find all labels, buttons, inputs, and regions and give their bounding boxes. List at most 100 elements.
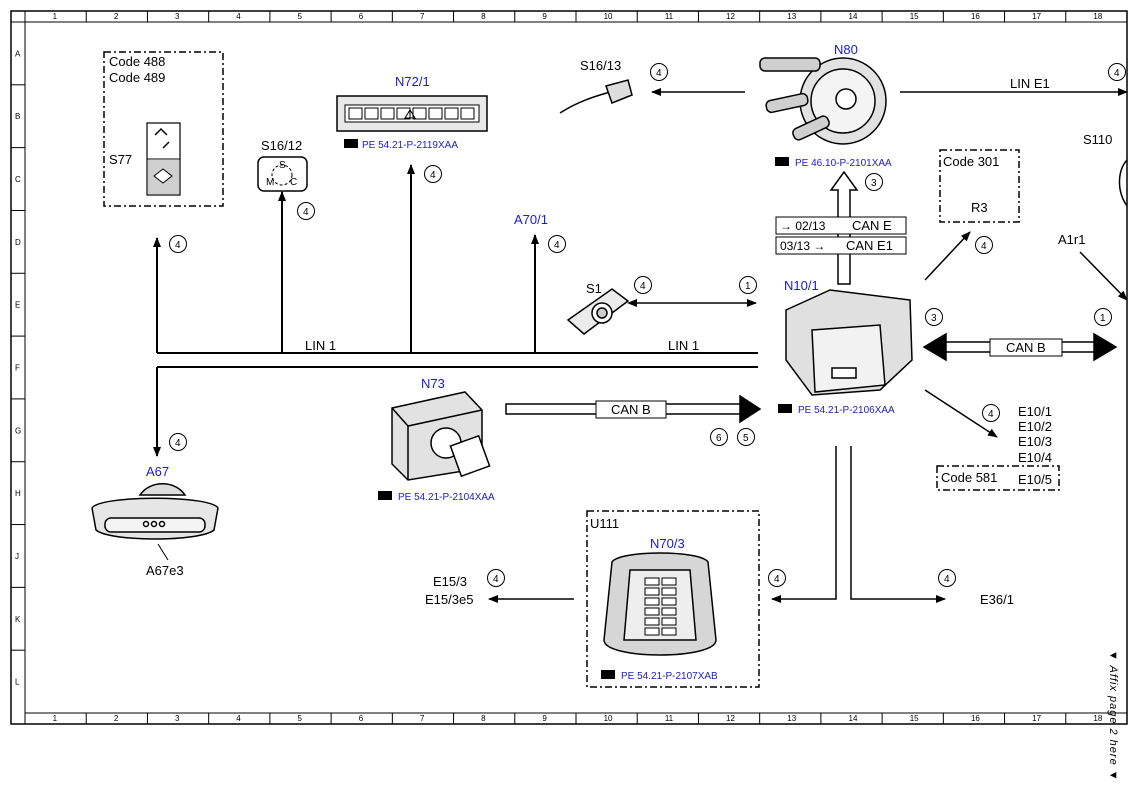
ref-n73[interactable]: PE 54.21-P-2104XAA: [378, 491, 495, 503]
n73-label: N73: [421, 376, 445, 391]
s16-12-letter-c: C: [290, 177, 297, 188]
lin1-label-right: LIN 1: [668, 338, 699, 353]
n70-3-label: N70/3: [650, 536, 685, 551]
row-letter-H: H: [15, 489, 21, 498]
svg-text:4: 4: [493, 574, 499, 585]
marker-4-4: 4: [634, 276, 652, 294]
col-number-top-12: 12: [726, 12, 735, 21]
n10-to-r3: [924, 231, 971, 281]
n72-1-label: N72/1: [395, 74, 430, 89]
can-e-box: [775, 216, 907, 235]
n72-1-panel-icon: [336, 95, 488, 132]
col-number-top-2: 2: [114, 12, 119, 21]
col-number-bottom-3: 3: [175, 714, 180, 723]
ref-n10-1-text: PE 54.21-P-2106XAA: [798, 405, 895, 416]
marker-4-11: 4: [768, 569, 786, 587]
row-letter-B: B: [15, 112, 20, 121]
svg-text:4: 4: [430, 170, 436, 181]
e15-3-label: E15/3: [433, 574, 467, 589]
col-number-bottom-5: 5: [298, 714, 303, 723]
col-number-top-16: 16: [971, 12, 980, 21]
ref-n70-3-text: PE 54.21-P-2107XAB: [621, 671, 718, 682]
svg-text:4: 4: [175, 438, 181, 449]
marker-4-0: 4: [169, 235, 187, 253]
ref-n72-1-text: PE 54.21-P-2119XAA: [362, 140, 458, 151]
marker-3-16: 3: [925, 308, 943, 326]
lin1-label-left: LIN 1: [305, 338, 336, 353]
s1-label: S1: [586, 281, 602, 296]
u111-label: U111: [590, 516, 619, 531]
s110-partial-icon: [1118, 159, 1128, 207]
row-letter-C: C: [15, 175, 21, 184]
col-number-bottom-7: 7: [420, 714, 425, 723]
s16-13-stalk-icon: [559, 79, 633, 114]
marker-4-1: 4: [297, 202, 315, 220]
marker-4-7: 4: [975, 236, 993, 254]
s16-12-label: S16/12: [261, 138, 302, 153]
ref-n10-1[interactable]: PE 54.21-P-2106XAA: [778, 404, 895, 416]
a70-1-label: A70/1: [514, 212, 548, 227]
row-letter-D: D: [15, 238, 21, 247]
col-number-bottom-4: 4: [236, 714, 241, 723]
col-number-top-7: 7: [420, 12, 425, 21]
col-number-top-17: 17: [1032, 12, 1041, 21]
marker-5-18: 5: [737, 428, 755, 446]
svg-text:4: 4: [774, 574, 780, 585]
ref-n80[interactable]: PE 46.10-P-2101XAA: [775, 157, 892, 169]
col-number-bottom-9: 9: [542, 714, 547, 723]
a1r1-label: A1r1: [1058, 232, 1085, 247]
marker-3-15: 3: [865, 173, 883, 191]
svg-text:4: 4: [988, 409, 994, 420]
svg-text:6: 6: [716, 433, 722, 444]
e10-4-label: E10/4: [1018, 450, 1052, 465]
code-301-box: [939, 149, 1020, 223]
can-e-label: CAN E: [852, 218, 892, 233]
col-number-bottom-13: 13: [787, 714, 796, 723]
e36-1-label: E36/1: [980, 592, 1014, 607]
svg-text:4: 4: [1114, 68, 1120, 79]
s1-ignition-icon: [566, 288, 630, 335]
n80-label: N80: [834, 42, 858, 57]
row-letter-E: E: [15, 301, 20, 310]
svg-text:3: 3: [871, 178, 877, 189]
marker-4-3: 4: [548, 235, 566, 253]
col-number-bottom-17: 17: [1032, 714, 1041, 723]
n10-to-e10: [924, 389, 998, 438]
code-581-label: Code 581: [941, 470, 997, 485]
lin-e1-label: LIN E1: [1010, 76, 1050, 91]
row-letter-A: A: [15, 49, 21, 58]
svg-text:4: 4: [640, 281, 646, 292]
code-488-489-box: [103, 51, 224, 207]
col-number-top-13: 13: [787, 12, 796, 21]
ref-n72-1[interactable]: PE 54.21-P-2119XAA: [344, 139, 458, 151]
s16-13-label: S16/13: [580, 58, 621, 73]
marker-4-9: 4: [982, 404, 1000, 422]
col-number-bottom-14: 14: [849, 714, 858, 723]
a67e3-label: A67e3: [146, 563, 184, 578]
r3-label: R3: [971, 200, 988, 215]
can-e1-code: 03/13 →: [780, 239, 825, 253]
col-number-top-10: 10: [604, 12, 613, 21]
ref-n73-text: PE 54.21-P-2104XAA: [398, 492, 495, 503]
can-b-right-box: [989, 338, 1063, 357]
code-488-label: Code 488: [109, 54, 165, 69]
col-number-top-1: 1: [53, 12, 58, 21]
col-number-bottom-1: 1: [53, 714, 58, 723]
svg-text:4: 4: [175, 240, 181, 251]
s16-12-letter-m: M: [266, 177, 274, 188]
e10-1-label: E10/1: [1018, 404, 1052, 419]
s77-switch-icon: [146, 122, 181, 196]
can-b-n73-box: [595, 400, 667, 419]
column-ruler: 1122334455667788991010111112121313141415…: [24, 11, 1103, 724]
code-581-box: [936, 465, 1060, 491]
s77-label: S77: [109, 152, 132, 167]
e15-3e5-label: E15/3e5: [425, 592, 473, 607]
a67-label: A67: [146, 464, 169, 479]
svg-text:4: 4: [303, 207, 309, 218]
ref-n70-3[interactable]: PE 54.21-P-2107XAB: [601, 670, 718, 682]
s110-label: S110: [1083, 132, 1112, 147]
